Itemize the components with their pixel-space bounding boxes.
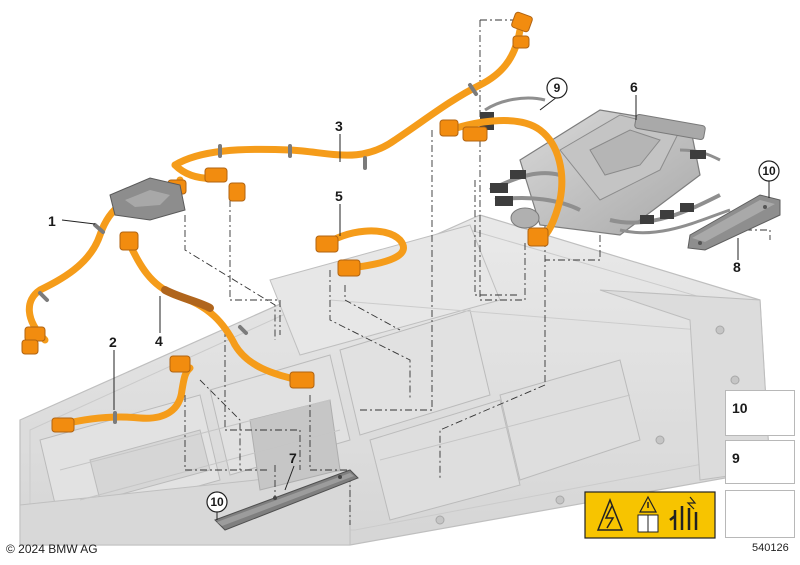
callout-6: 6 xyxy=(630,79,638,95)
copyright-text: © 2024 BMW AG xyxy=(6,542,98,556)
connectors xyxy=(21,11,549,433)
legend-box-9: 9 xyxy=(725,440,795,484)
part-7-bracket[interactable] xyxy=(214,469,359,531)
callout-10b: 10 xyxy=(210,495,224,509)
part-2-cable[interactable] xyxy=(56,364,194,429)
callout-9-circle: 9 xyxy=(546,77,568,99)
callout-10a: 10 xyxy=(762,164,776,178)
cable-set xyxy=(25,26,566,429)
legend-num-10: 10 xyxy=(732,400,748,416)
callout-7: 7 xyxy=(289,450,297,466)
callout-4: 4 xyxy=(155,333,163,349)
part-5-cable[interactable] xyxy=(321,227,407,272)
callout-9: 9 xyxy=(554,81,561,95)
high-voltage-warning-label xyxy=(584,491,716,539)
callout-8: 8 xyxy=(733,259,741,275)
part-4-cable[interactable] xyxy=(126,241,309,386)
electric-hand-icon xyxy=(669,506,698,530)
callout-leaders xyxy=(61,95,770,520)
legend-box-10: 10 xyxy=(725,390,795,436)
part-3-cable[interactable] xyxy=(171,26,524,169)
callout-10b-circle: 10 xyxy=(206,491,228,513)
callout-3: 3 xyxy=(335,118,343,134)
callout-10a-circle: 10 xyxy=(758,160,780,182)
lightning-warning-icon xyxy=(596,497,624,531)
part-1-bracket xyxy=(109,177,186,221)
callout-1: 1 xyxy=(48,213,56,229)
callout-5: 5 xyxy=(335,188,343,204)
callout-2: 2 xyxy=(109,334,117,350)
part-6-control-module[interactable] xyxy=(480,96,731,236)
legend-num-9: 9 xyxy=(732,450,740,466)
diagram-number: 540126 xyxy=(752,542,789,554)
part-8-cover-strip[interactable] xyxy=(687,194,781,251)
legend-box-strip xyxy=(725,490,795,538)
